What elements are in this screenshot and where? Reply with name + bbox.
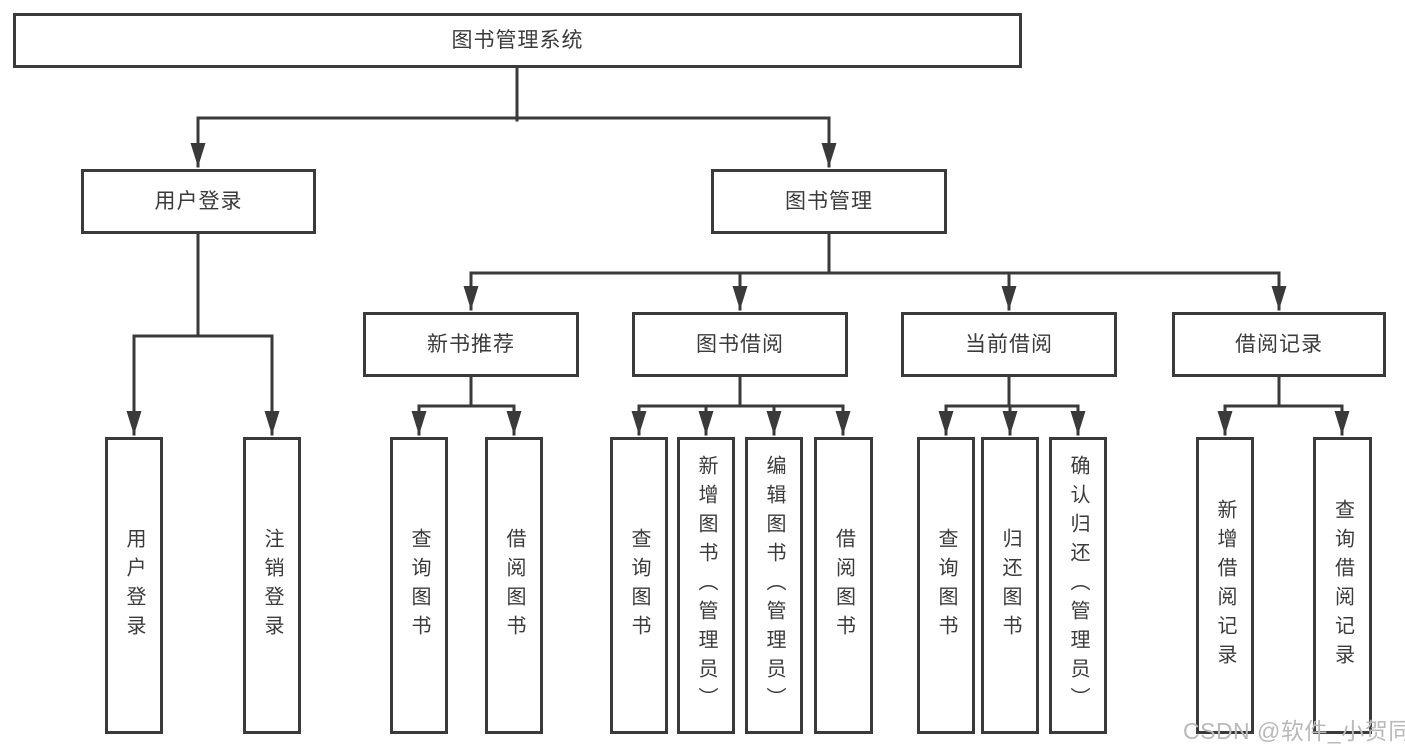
leaf-add-book-admin: 新增图书（管理员） <box>677 437 735 734</box>
leaf-borrow-books-2: 借阅图书 <box>814 437 873 734</box>
node-library-system: 图书管理系统 <box>13 13 1022 68</box>
leaf-logout: 注销登录 <box>243 437 301 734</box>
node-current-borrow: 当前借阅 <box>901 312 1117 377</box>
node-borrow-records: 借阅记录 <box>1172 312 1386 377</box>
leaf-query-books-borrow: 查询图书 <box>610 437 668 734</box>
leaf-query-books-recommend: 查询图书 <box>390 437 448 734</box>
leaf-confirm-return-admin: 确认归还（管理员） <box>1049 437 1107 734</box>
node-book-management: 图书管理 <box>711 169 947 234</box>
leaf-user-login: 用户登录 <box>105 437 163 734</box>
leaf-query-books-current: 查询图书 <box>917 437 975 734</box>
node-new-book-recommend: 新书推荐 <box>363 312 579 377</box>
node-book-borrow: 图书借阅 <box>632 312 848 377</box>
csdn-watermark: CSDN @软件_小贺同学 <box>1183 718 1405 744</box>
leaf-add-borrow-record: 新增借阅记录 <box>1196 437 1254 734</box>
leaf-edit-book-admin: 编辑图书（管理员） <box>745 437 803 734</box>
leaf-borrow-books-recommend: 借阅图书 <box>485 437 543 734</box>
leaf-return-book: 归还图书 <box>981 437 1039 734</box>
leaf-query-borrow-record: 查询借阅记录 <box>1313 437 1372 734</box>
node-user-login: 用户登录 <box>81 169 316 234</box>
